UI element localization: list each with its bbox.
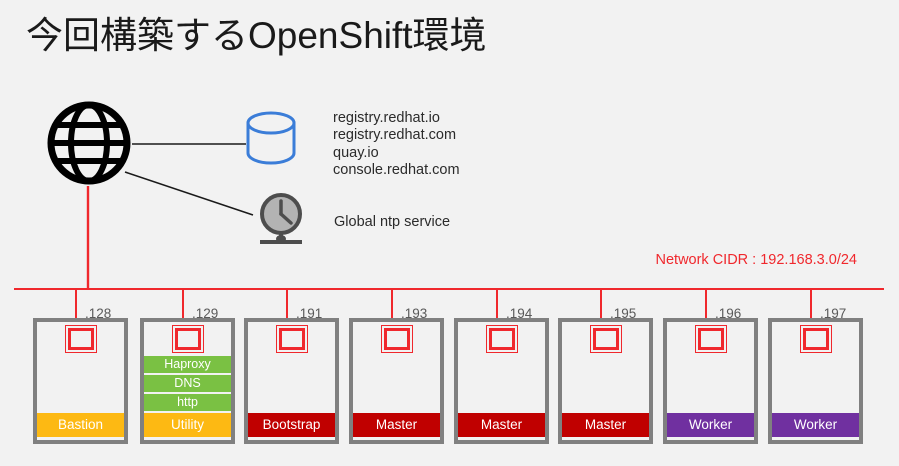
- node-service-badge: http: [144, 394, 231, 411]
- registry-endpoint-list: registry.redhat.io registry.redhat.com q…: [333, 110, 460, 180]
- network-interface-icon: [64, 325, 97, 353]
- page-title: 今回構築するOpenShift環境: [26, 15, 487, 56]
- node-ip-octet: .129: [192, 306, 219, 321]
- node-role-label: Bastion: [37, 413, 124, 437]
- node-role-label: Master: [458, 413, 545, 437]
- node-ip-octet: .191: [296, 306, 323, 321]
- ntp-service-label: Global ntp service: [334, 214, 451, 230]
- node-role-label: Worker: [772, 413, 859, 437]
- node-ip-octet: .197: [820, 306, 847, 321]
- node-service-badge: Haproxy: [144, 356, 231, 373]
- network-interface-icon: [171, 325, 204, 353]
- node-role-label: Master: [353, 413, 440, 437]
- network-interface-icon: [275, 325, 308, 353]
- network-interface-icon: [380, 325, 413, 353]
- network-cidr-label: Network CIDR : 192.168.3.0/24: [655, 252, 858, 268]
- line-globe-to-ntp: [124, 171, 254, 216]
- node-ip-octet: .128: [85, 306, 112, 321]
- registry-endpoint: quay.io: [333, 144, 379, 161]
- node-role-label: Utility: [144, 413, 231, 437]
- registry-endpoint: registry.redhat.io: [333, 110, 440, 126]
- node-ip-octet: .195: [610, 306, 637, 321]
- network-interface-icon: [799, 325, 832, 353]
- registry-endpoint: console.redhat.com: [333, 162, 460, 179]
- registry-endpoint: registry.redhat.com: [333, 127, 457, 144]
- node-ip-octet: .194: [506, 306, 533, 321]
- clock-icon: [260, 193, 302, 244]
- network-interface-icon: [485, 325, 518, 353]
- node-role-label: Master: [562, 413, 649, 437]
- globe-icon: [47, 101, 131, 185]
- network-interface-icon: [589, 325, 622, 353]
- node-role-label: Worker: [667, 413, 754, 437]
- node-service-badge: DNS: [144, 375, 231, 392]
- node-ip-octet: .193: [401, 306, 428, 321]
- database-cylinder-icon: [246, 111, 296, 165]
- network-interface-icon: [694, 325, 727, 353]
- node-role-label: Bootstrap: [248, 413, 335, 437]
- node-ip-octet: .196: [715, 306, 742, 321]
